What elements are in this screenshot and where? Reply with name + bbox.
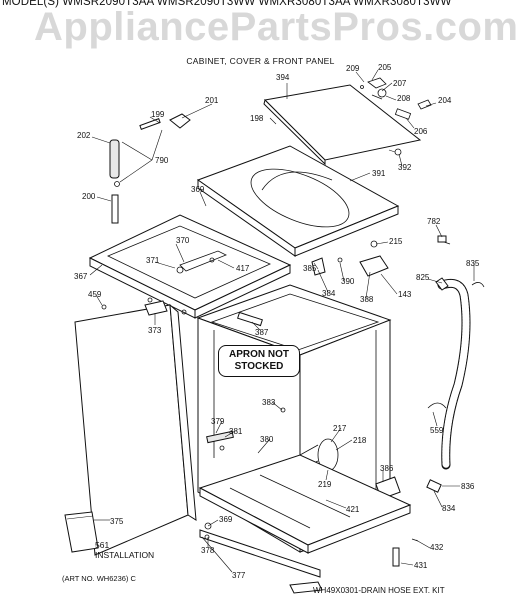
callout-218: 218: [353, 436, 367, 445]
power-cord-parts: [437, 235, 485, 288]
bracket-373: [144, 300, 168, 316]
art-number: (ART NO. WH6236) C: [62, 574, 136, 583]
callout-202: 202: [77, 131, 91, 140]
drain-hose: [435, 277, 471, 470]
callout-205: 205: [378, 63, 392, 72]
callout-421: 421: [346, 505, 360, 514]
callout-378: 378: [201, 546, 215, 555]
callout-385: 385: [303, 264, 317, 273]
installation-callout: 561 INSTALLATION: [95, 540, 154, 560]
callout-367: 367: [74, 272, 88, 281]
callout-392: 392: [398, 163, 412, 172]
callout-219: 219: [318, 480, 332, 489]
callout-790: 790: [155, 156, 169, 165]
callout-384: 384: [322, 289, 336, 298]
callout-825: 825: [416, 273, 430, 282]
small-hardware: [101, 304, 447, 567]
callout-199: 199: [151, 110, 165, 119]
installation-number: 561: [95, 540, 110, 550]
cabinet-base: [198, 454, 412, 554]
callout-390: 390: [341, 277, 355, 286]
callout-143: 143: [398, 290, 412, 299]
callout-559: 559: [430, 426, 444, 435]
callout-388: 388: [360, 295, 374, 304]
callout-206: 206: [414, 127, 428, 136]
hinge-assembly: [360, 77, 432, 120]
installation-booklet: [64, 511, 99, 553]
model-list: MODEL(S) WMSR2090T3AA WMSR2090T3WW WMXR3…: [2, 0, 452, 8]
fastener-392: [388, 148, 402, 156]
callout-198: 198: [250, 114, 264, 123]
callout-215: 215: [389, 237, 403, 246]
callout-394: 394: [276, 73, 290, 82]
callout-431: 431: [414, 561, 428, 570]
callout-209: 209: [346, 64, 360, 73]
callout-386: 386: [380, 464, 394, 473]
apron-note-line-1: APRON NOT: [229, 349, 289, 360]
top-panel: [196, 145, 400, 257]
callout-217: 217: [333, 424, 347, 433]
leader-lines: [89, 69, 475, 573]
callout-207: 207: [393, 79, 407, 88]
callout-204: 204: [438, 96, 452, 105]
callout-381: 381: [229, 427, 243, 436]
callout-369-bottom: 369: [219, 515, 233, 524]
kick-strip: [199, 529, 323, 594]
top-cover-lid: [263, 84, 422, 166]
callout-369-top: 369: [191, 185, 205, 194]
callout-208: 208: [397, 94, 411, 103]
callout-387: 387: [255, 328, 269, 337]
callout-379: 379: [211, 417, 225, 426]
section-title: CABINET, COVER & FRONT PANEL: [186, 56, 335, 66]
callout-371: 371: [146, 256, 160, 265]
cabinet-straps: [206, 430, 234, 444]
callout-391: 391: [372, 169, 386, 178]
front-panel: [74, 303, 197, 556]
callout-373: 373: [148, 326, 162, 335]
watermark-text: AppliancePartsPros.com: [34, 5, 519, 49]
callout-200: 200: [82, 192, 96, 201]
lid-switch-assembly: [311, 240, 389, 277]
apron-note-line-2: STOCKED: [234, 361, 284, 372]
callout-labels: 394 209 205 207 208 204 206 201 198 199 …: [74, 63, 480, 580]
callout-380: 380: [260, 435, 274, 444]
left-suspension-parts: [109, 113, 191, 224]
callout-459: 459: [88, 290, 102, 299]
drain-hose-kit-note: WH49X0301-DRAIN HOSE EXT. KIT: [313, 586, 445, 595]
callout-835: 835: [466, 259, 480, 268]
callout-370: 370: [176, 236, 190, 245]
callout-383: 383: [262, 398, 276, 407]
callout-201: 201: [205, 96, 219, 105]
callout-836: 836: [461, 482, 475, 491]
callout-377: 377: [232, 571, 246, 580]
base-frame: [88, 214, 292, 319]
apron-not-stocked-note: APRON NOT STOCKED: [218, 345, 300, 377]
callout-375: 375: [110, 517, 124, 526]
callout-834: 834: [442, 504, 456, 513]
callout-417: 417: [236, 264, 250, 273]
installation-word: INSTALLATION: [95, 550, 155, 560]
callout-432: 432: [430, 543, 444, 552]
callout-782: 782: [427, 217, 441, 226]
